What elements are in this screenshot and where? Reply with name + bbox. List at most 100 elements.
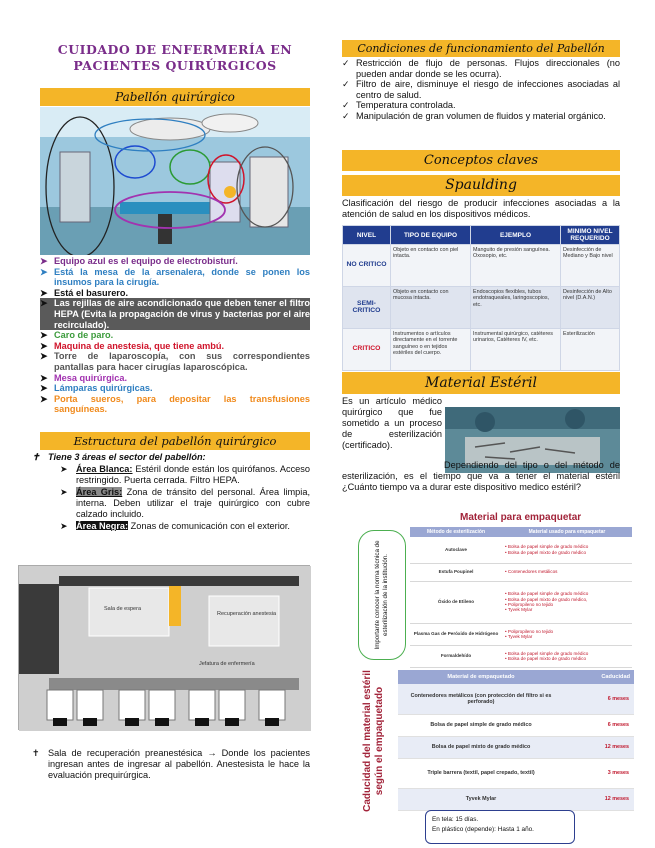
condicion-item: ✓Temperatura controlada.	[342, 100, 456, 111]
bullet-arsenalera: ➤Está la mesa de la arsenalera, donde se…	[40, 266, 310, 288]
th-tipo: TIPO DE EQUIPO	[390, 225, 471, 245]
spaulding-description: Clasificación del riesgo de producir inf…	[342, 198, 620, 219]
operating-room-photo	[40, 107, 310, 255]
spaulding-table: NIVEL TIPO DE EQUIPO EJEMPLO MINIMO NIVE…	[342, 225, 620, 371]
caducidad-table: Material de empaquetado Caducidad Conten…	[398, 670, 634, 811]
table-row: Bolsa de papel simple de grado médico 6 …	[398, 714, 634, 737]
table-row: CRITICO Instrumentos o artículos directa…	[342, 328, 620, 371]
th-ejemplo: EJEMPLO	[470, 225, 561, 245]
caducidad-side-text: Caducidad del material estéril según el …	[362, 670, 385, 812]
metodo-cell: Óxido de Etileno	[410, 581, 502, 624]
table-row: Bolsa de papel mixto de grado médico 12 …	[398, 736, 634, 759]
bullet-electrobisturi: ➤Equipo azul es el equipo de electrobist…	[40, 256, 238, 266]
tipo-cell: Instrumentos o artículos directamente en…	[390, 328, 471, 371]
material-esteril-text-2: Dependiendo del tipo o del método de est…	[342, 460, 620, 492]
pabellon-header: Pabellón quirúrgico	[40, 88, 310, 106]
area-blanca: ➤Área Blanca: Estéril donde están los qu…	[60, 464, 310, 485]
caducidad-cell: 3 meses	[564, 758, 634, 789]
estructura-header: Estructura del pabellón quirúrgico	[40, 432, 310, 450]
ejemplo-cell: Manguito de presión sanguínea. Oxosopio,…	[470, 244, 561, 287]
side-note-box: Importante conocer la norma técnica de e…	[358, 530, 406, 660]
ejemplo-cell: Endoscopios flexibles, tubos endotraquea…	[470, 286, 561, 329]
bullet-anestesia: ➤Maquina de anestesia, que tiene ambú.	[40, 340, 225, 351]
areas-intro: ✝Tiene 3 áreas el sector del pabellón:	[32, 452, 206, 462]
material-cell: • Contenedores metálicos	[502, 563, 632, 582]
th-minimo: MINIMO NIVEL REQUERIDO	[560, 225, 620, 245]
plan-label-espera: Sala de espera	[104, 606, 141, 612]
pabellon-bullets: ➤Equipo azul es el equipo de electrobist…	[40, 256, 310, 415]
sala-recuperacion-note: ✝Sala de recuperación preanestésica → Do…	[32, 748, 310, 780]
material-cell: • Polipropileno no tejido• Tyvek Mylar	[502, 623, 632, 646]
caducidad-cell: 12 meses	[564, 736, 634, 759]
floor-plan: Sala de espera Recuperación anestesia Je…	[18, 565, 311, 731]
bullet-laparoscopia: ➤Torre de laparoscopía, con sus correspo…	[40, 351, 310, 372]
material-esteril-text-1: Es un artículo médico quirúrgico que fue…	[342, 396, 442, 450]
nivel-cell: NO CRITICO	[342, 244, 391, 287]
note-line: En tela: 15 días.	[432, 816, 479, 823]
material-cell: Tyvek Mylar	[398, 788, 564, 811]
plan-label-recuperacion: Recuperación anestesia	[217, 611, 277, 617]
table-row: Óxido de Etileno • Bolsa de papel simple…	[410, 581, 632, 624]
table-row: Plasma Gas de Peróxido de Hidrógeno • Po…	[410, 623, 632, 646]
bullet-porta-sueros: ➤Porta sueros, para depositar las transf…	[40, 393, 310, 415]
condiciones-list: ✓Restricción de flujo de personas. Flujo…	[342, 58, 620, 122]
ejemplo-cell: Instrumental quirúrgico, catéteres urina…	[470, 328, 561, 371]
table-row: SEMI-CRITICO Objeto en contacto con muco…	[342, 286, 620, 329]
material-cell: Bolsa de papel simple de grado médico	[398, 714, 564, 737]
caducidad-cell: 6 meses	[564, 714, 634, 737]
empaque-table: Método de esterilización Material usado …	[410, 527, 632, 668]
th-nivel: NIVEL	[342, 225, 391, 245]
page-title: CUIDADO DE ENFERMERÍA EN PACIENTES QUIRÚ…	[57, 42, 293, 73]
metodo-cell: Autoclave	[410, 537, 502, 564]
spaulding-header: Spaulding	[342, 175, 620, 196]
areas-section: ✝Tiene 3 áreas el sector del pabellón: ➤…	[32, 452, 310, 532]
table-row: Formaldehído • Bolsa de papel simple de …	[410, 645, 632, 668]
table-row: Tyvek Mylar 12 meses	[398, 788, 634, 811]
floor-plan-drawing	[19, 566, 311, 731]
table-row: NO CRITICO Objeto en contacto con piel i…	[342, 244, 620, 287]
minimo-cell: Esterilización	[560, 328, 620, 371]
table-row: Triple barrera (textil, papel crepado, t…	[398, 758, 634, 789]
nivel-cell: CRITICO	[342, 328, 391, 371]
material-cell: • Bolsa de papel simple de grado médico•…	[502, 645, 632, 668]
caducidad-side-label: Caducidad del material estéril según el …	[356, 666, 392, 816]
th-material: Material usado para empaquetar	[502, 527, 632, 537]
th-caducidad: Caducidad	[564, 670, 634, 684]
condicion-item: ✓Restricción de flujo de personas. Flujo…	[342, 58, 620, 79]
minimo-cell: Desinfección de Mediano y Bajo nivel	[560, 244, 620, 287]
tipo-cell: Objeto en contacto con piel intacta.	[390, 244, 471, 287]
material-cell: • Bolsa de papel simple de grado médico•…	[502, 537, 632, 564]
th-metodo: Método de esterilización	[410, 527, 502, 537]
operating-room-illustration	[40, 107, 310, 255]
caducidad-cell: 12 meses	[564, 788, 634, 811]
surgery-illustration	[445, 407, 620, 473]
caducidad-note-box: En tela: 15 días. En plástico (depende):…	[425, 810, 575, 844]
bullet-carro-paro: ➤Caro de paro.	[40, 330, 114, 341]
material-esteril-header: Material Estéril	[342, 372, 620, 394]
condiciones-header: Condiciones de funcionamiento del Pabell…	[342, 40, 620, 57]
tipo-cell: Objeto en contacto con mucosa intacta.	[390, 286, 471, 329]
area-negra: ➤Área Negra: Zonas de comunicación con e…	[60, 521, 290, 531]
metodo-cell: Formaldehído	[410, 645, 502, 668]
metodo-cell: Plasma Gas de Peróxido de Hidrógeno	[410, 623, 502, 646]
material-cell: • Bolsa de papel simple de grado médico•…	[502, 581, 632, 624]
minimo-cell: Desinfección de Alto nivel (D.A.N.)	[560, 286, 620, 329]
table-row: Contenedores metálicos (con protección d…	[398, 684, 634, 715]
side-note-text: Importante conocer la norma técnica de e…	[374, 540, 389, 650]
bullet-rejillas: ➤Las rejillas de aire acondicionado que …	[40, 298, 310, 331]
surgery-photo	[445, 407, 620, 473]
note-line: En plástico (depende): Hasta 1 año.	[432, 826, 534, 833]
empaque-title: Material para empaquetar	[460, 512, 582, 523]
bullet-lamparas: ➤Lámparas quirúrgicas.	[40, 383, 153, 394]
plan-label-jefatura: Jefatura de enfermería	[199, 661, 255, 667]
table-row: Estufa Poupinel • Contenedores metálicos	[410, 563, 632, 582]
bullet-mesa: ➤Mesa quirúrgica.	[40, 372, 128, 383]
material-cell: Bolsa de papel mixto de grado médico	[398, 736, 564, 759]
caducidad-cell: 6 meses	[564, 684, 634, 715]
material-cell: Contenedores metálicos (con protección d…	[398, 684, 564, 715]
nivel-cell: SEMI-CRITICO	[342, 286, 391, 329]
material-cell: Triple barrera (textil, papel crepado, t…	[398, 758, 564, 789]
condicion-item: ✓Manipulación de gran volumen de fluidos…	[342, 110, 606, 121]
th-material-empaque: Material de empaquetado	[398, 670, 564, 684]
bullet-basurero: ➤Está el basurero.	[40, 287, 129, 298]
